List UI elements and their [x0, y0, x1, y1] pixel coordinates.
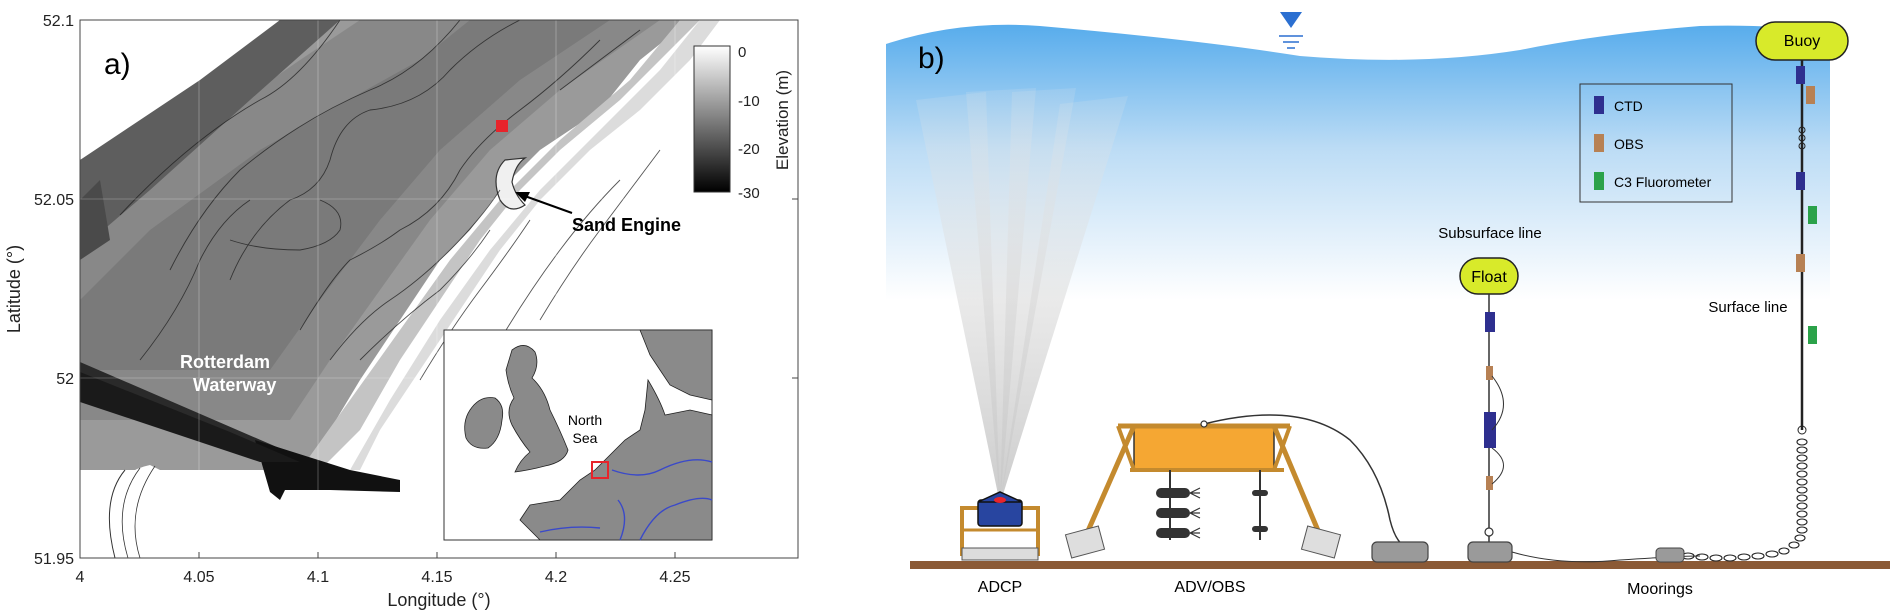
x-tick-label: 4.1	[307, 569, 329, 586]
bottom-labels: ADCP ADV/OBS Moorings	[978, 579, 1693, 598]
x-axis-label: Longitude (°)	[387, 590, 490, 610]
float-label: Float	[1471, 269, 1507, 286]
waterway-label: Waterway	[193, 375, 276, 395]
colorbar-tick: 0	[738, 44, 746, 61]
y-tick-label: 51.95	[34, 551, 74, 568]
x-tick-labels: 4 4.05 4.1 4.15 4.2 4.25	[76, 569, 691, 586]
instrument-legend: CTD OBS C3 Fluorometer	[1579, 83, 1733, 203]
site-marker	[496, 120, 508, 132]
adcp-label: ADCP	[978, 579, 1022, 596]
adv-obs-label: ADV/OBS	[1174, 579, 1245, 596]
water-body	[886, 24, 1830, 301]
adcp-instrument	[960, 491, 1040, 561]
colorbar: 0 -10 -20 -30 Elevation (m)	[693, 44, 792, 202]
subsurface-line-label: Subsurface line	[1438, 225, 1541, 242]
inset-map: North Sea	[443, 329, 713, 541]
x-tick-label: 4	[76, 569, 85, 586]
legend-ctd-label: CTD	[1614, 98, 1643, 114]
legend-fluorometer-label: C3 Fluorometer	[1614, 174, 1712, 190]
map-axes-frame	[79, 19, 799, 559]
panel-a-map: 4 4.05 4.1 4.15 4.2 4.25 52.1 52.05 52 5…	[4, 13, 799, 610]
panel-a-label: a)	[104, 48, 131, 81]
rivers	[539, 459, 713, 541]
y-tick-label: 52.05	[34, 192, 74, 209]
ctd-swatch	[1594, 96, 1604, 114]
rotterdam-label: Rotterdam	[180, 352, 270, 372]
adv-obs-frame	[1064, 414, 1429, 563]
map-tick-marks	[79, 19, 798, 559]
colorbar-label: Elevation (m)	[773, 70, 792, 170]
colorbar-tick: -30	[738, 185, 760, 202]
colorbar-gradient	[693, 45, 731, 193]
arrow-head-icon	[515, 192, 530, 202]
x-tick-label: 4.05	[183, 569, 214, 586]
colorbar-tick: -20	[738, 141, 760, 158]
x-tick-label: 4.2	[545, 569, 567, 586]
sand-engine-annotation: Sand Engine	[515, 192, 681, 235]
y-tick-labels: 52.1 52.05 52 51.95	[34, 13, 74, 568]
adcp-beams	[916, 88, 1128, 504]
surface-mooring: Buoy Surface line	[1655, 21, 1849, 563]
fluorometer-swatch	[1594, 172, 1604, 190]
legend-obs-label: OBS	[1614, 136, 1644, 152]
x-tick-label: 4.25	[659, 569, 690, 586]
x-tick-label: 4.15	[421, 569, 452, 586]
y-tick-label: 52.1	[43, 13, 74, 30]
y-tick-label: 52	[56, 371, 74, 388]
colorbar-tick: -10	[738, 93, 760, 110]
inset-north-label: North	[568, 412, 602, 428]
buoy-label: Buoy	[1784, 33, 1820, 50]
surface-line-label: Surface line	[1708, 299, 1787, 316]
mooring-chain	[1669, 438, 1808, 562]
moorings-label: Moorings	[1627, 581, 1693, 598]
colorbar-ticks: 0 -10 -20 -30	[738, 44, 760, 202]
inset-sea-label: Sea	[573, 430, 598, 446]
inset-site-box	[591, 461, 609, 479]
obs-swatch	[1594, 134, 1604, 152]
panel-b-schematic: b)	[886, 12, 1890, 598]
sand-engine-label: Sand Engine	[572, 215, 681, 235]
y-axis-label: Latitude (°)	[4, 245, 24, 333]
seabed	[910, 561, 1890, 569]
panel-b-label: b)	[918, 42, 945, 75]
water-level-icon	[1279, 12, 1303, 49]
